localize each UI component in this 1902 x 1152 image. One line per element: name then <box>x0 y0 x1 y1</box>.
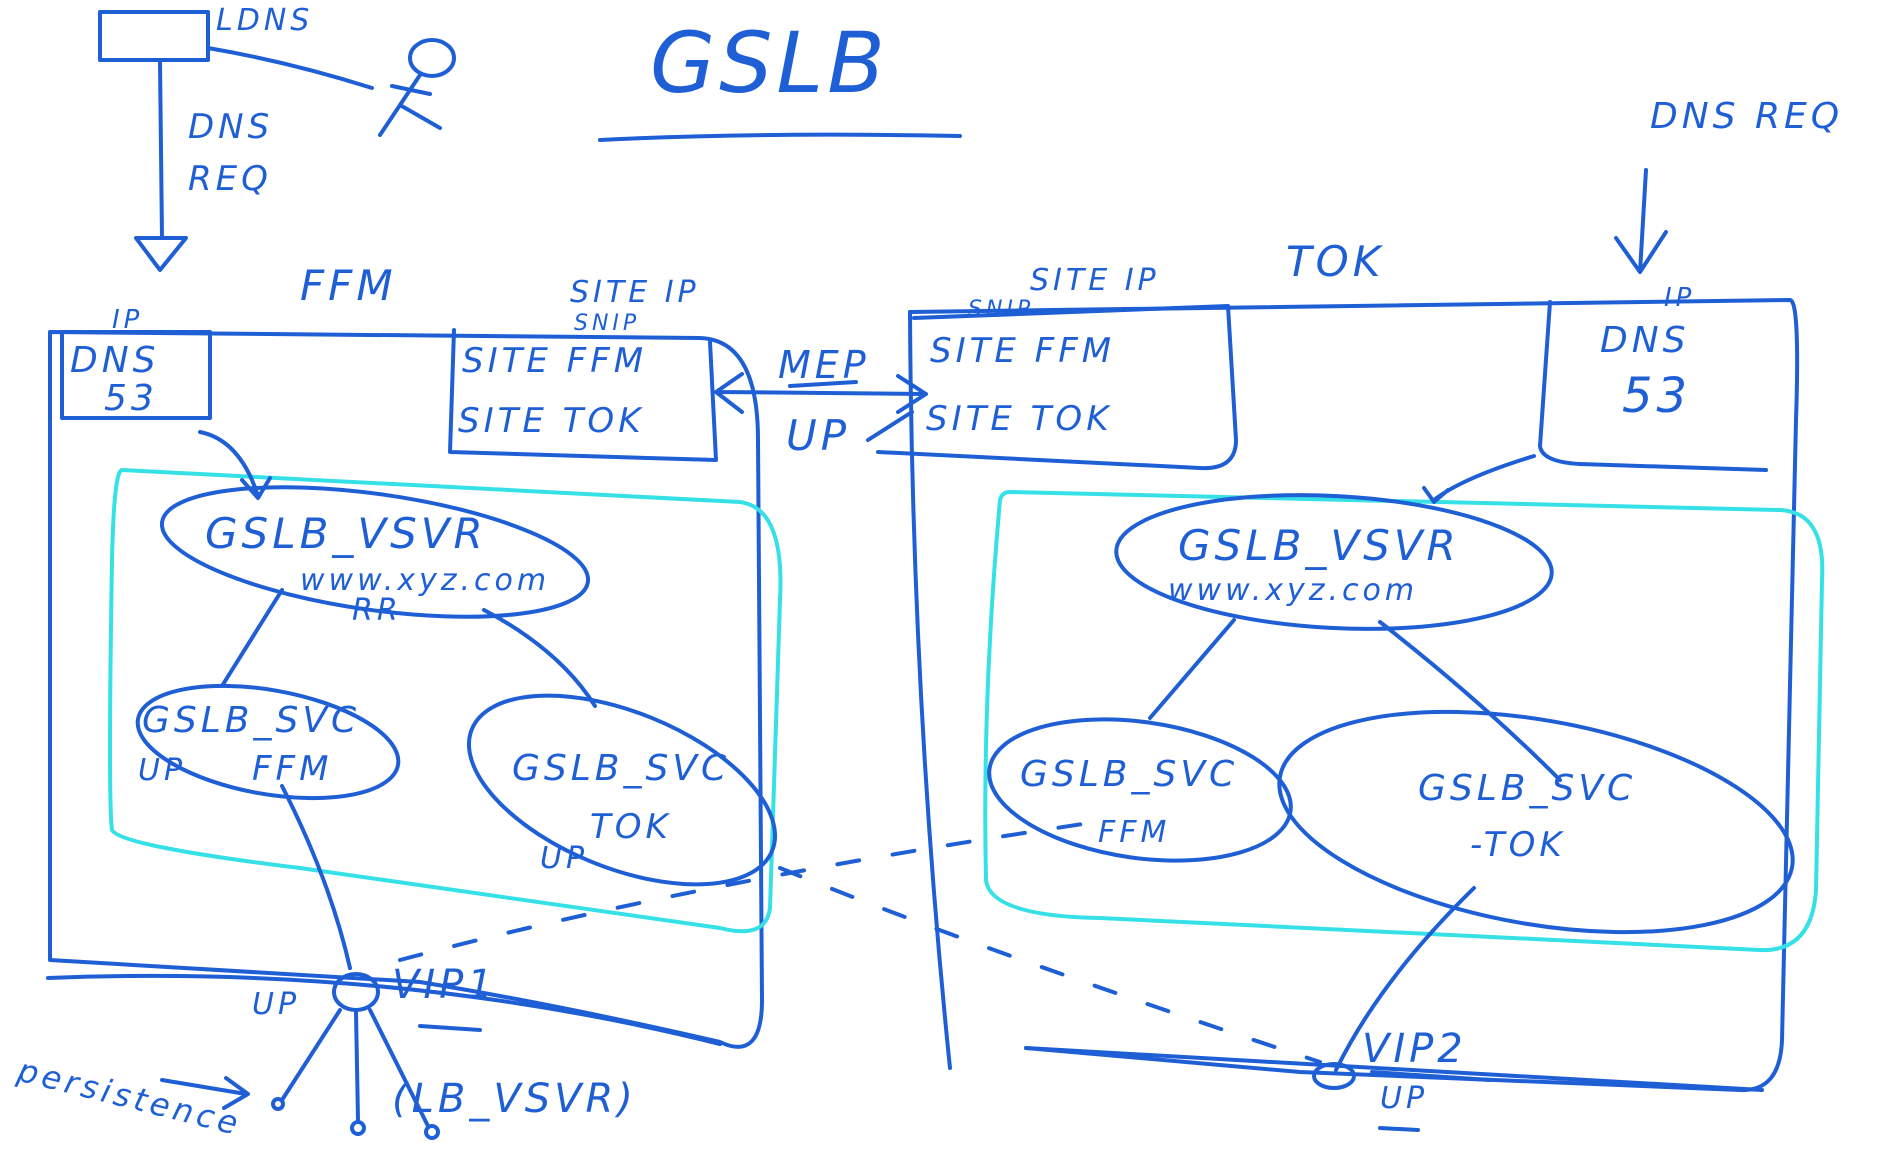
ffm-dns-line2: 53 <box>104 378 158 419</box>
ffm-site-row2: SITE TOK <box>458 401 645 441</box>
ffm-svc-tok-to-vip2-dashed <box>778 866 1322 1064</box>
tok-ground-line <box>1024 1046 1764 1092</box>
persistence-label: persistence <box>13 1051 246 1144</box>
ldns-to-user-line <box>206 46 374 90</box>
ffm-datacenter-box <box>48 330 764 1049</box>
ffm-service-ffm-site: FFM <box>252 749 332 789</box>
tok-dns-to-vserver-arrow <box>1422 454 1536 504</box>
ffm-gslb-vserver <box>159 485 591 619</box>
mep-label: MEP <box>778 343 870 387</box>
dns-req-left-line1: DNS <box>188 107 273 147</box>
ffm-site-ip-header: SITE IP <box>570 275 700 310</box>
dns-req-arrowhead-left <box>134 236 188 272</box>
mep-link-state: UP <box>786 411 850 460</box>
persistence-arrow <box>160 1076 250 1110</box>
dns-req-arrow-left <box>158 60 164 240</box>
mep-link-bracket <box>866 410 914 442</box>
tok-service-tok-name: GSLB_SVC <box>1418 768 1636 809</box>
tok-dns-line2: 53 <box>1622 368 1691 424</box>
tok-dns-line1: DNS <box>1600 320 1690 361</box>
ffm-service-tok-state: UP <box>540 841 588 876</box>
tok-site-box <box>876 304 1238 471</box>
ffm-dns-line1: DNS <box>70 340 160 381</box>
ffm-site-box <box>448 328 718 462</box>
ffm-dns-to-vserver-arrow <box>198 430 272 500</box>
vip1-underline <box>418 1024 482 1032</box>
tok-site-row1: SITE FFM <box>930 331 1115 371</box>
tok-gslb-vserver <box>1114 493 1554 631</box>
ldns-label: LDNS <box>216 3 313 38</box>
ffm-dns-ip-label: IP <box>112 305 143 335</box>
ffm-ground-line <box>46 973 722 1046</box>
ffm-dns-box <box>60 330 212 420</box>
ffm-site-label: FFM <box>300 261 397 310</box>
tok-svc-to-vip2 <box>1334 886 1476 1072</box>
ffm-vserver-name: GSLB_VSVR <box>205 509 487 558</box>
tok-vserver-domain: www.xyz.com <box>1168 573 1418 608</box>
tok-datacenter-left-wall <box>908 310 952 1070</box>
tok-dns-ip-label: IP <box>1664 283 1695 313</box>
tok-site-row2: SITE TOK <box>926 399 1113 439</box>
ffm-vserver-domain: www.xyz.com <box>300 563 550 598</box>
ffm-snip-header: SNIP <box>574 311 640 336</box>
tok-site-ip-header: SITE IP <box>1030 263 1160 298</box>
ffm-service-ffm-name: GSLB_SVC <box>142 700 360 741</box>
tok-gslb-boundary <box>983 490 1825 953</box>
dns-req-arrow-right <box>1614 168 1668 274</box>
ffm-service-tok-name: GSLB_SVC <box>512 748 730 789</box>
vip1-lb-vserver: (LB_VSVR) <box>392 1076 637 1122</box>
tok-service-ffm <box>987 717 1293 863</box>
diagram-title: GSLB <box>650 14 889 112</box>
ffm-service-ffm-state: UP <box>138 753 186 788</box>
tok-service-tok <box>1277 709 1795 935</box>
tok-snip-header: SNIP <box>968 297 1034 322</box>
tok-service-ffm-name: GSLB_SVC <box>1020 754 1238 795</box>
title-underline <box>598 132 962 142</box>
mep-label-underline <box>788 380 858 388</box>
tok-service-tok-site: -TOK <box>1470 825 1566 865</box>
backend-servers <box>271 1008 440 1140</box>
ffm-service-tok <box>466 693 778 887</box>
tok-dns-box <box>1538 300 1768 472</box>
tok-vserver-name: GSLB_VSVR <box>1178 521 1460 570</box>
ffm-vserver-method: RR <box>352 593 402 628</box>
tok-vserver-to-svc-tok <box>1378 620 1562 782</box>
ffm-service-tok-site: TOK <box>590 807 672 847</box>
ffm-vserver-to-svc-tok <box>482 608 597 708</box>
vip2-state: UP <box>1380 1081 1428 1116</box>
vip2-underline <box>1370 1070 1492 1082</box>
ffm-gslb-boundary <box>108 468 783 934</box>
user-stick-figure <box>378 38 456 137</box>
vip1-node <box>332 972 380 1012</box>
vip1-to-tok-service-dashed <box>398 818 1112 962</box>
ffm-svc-to-vip1 <box>280 784 352 970</box>
tok-site-label: TOK <box>1286 237 1384 286</box>
vip1-label: VIP1 <box>392 962 497 1008</box>
vip2-node <box>1312 1062 1356 1090</box>
ffm-service-ffm <box>135 683 401 801</box>
vip2-label: VIP2 <box>1362 1026 1467 1072</box>
vip1-state: UP <box>252 987 300 1022</box>
dns-req-left-line2: REQ <box>188 159 272 199</box>
dns-req-right-label: DNS REQ <box>1650 96 1843 137</box>
vip2-state-underline <box>1378 1126 1420 1132</box>
ffm-vserver-to-svc-ffm <box>220 588 284 688</box>
ffm-site-row1: SITE FFM <box>462 341 647 381</box>
mep-link-arrow <box>714 372 928 414</box>
tok-vserver-to-svc-ffm <box>1148 618 1236 720</box>
ldns-server-box <box>98 10 210 62</box>
tok-service-ffm-site: FFM <box>1098 815 1170 850</box>
